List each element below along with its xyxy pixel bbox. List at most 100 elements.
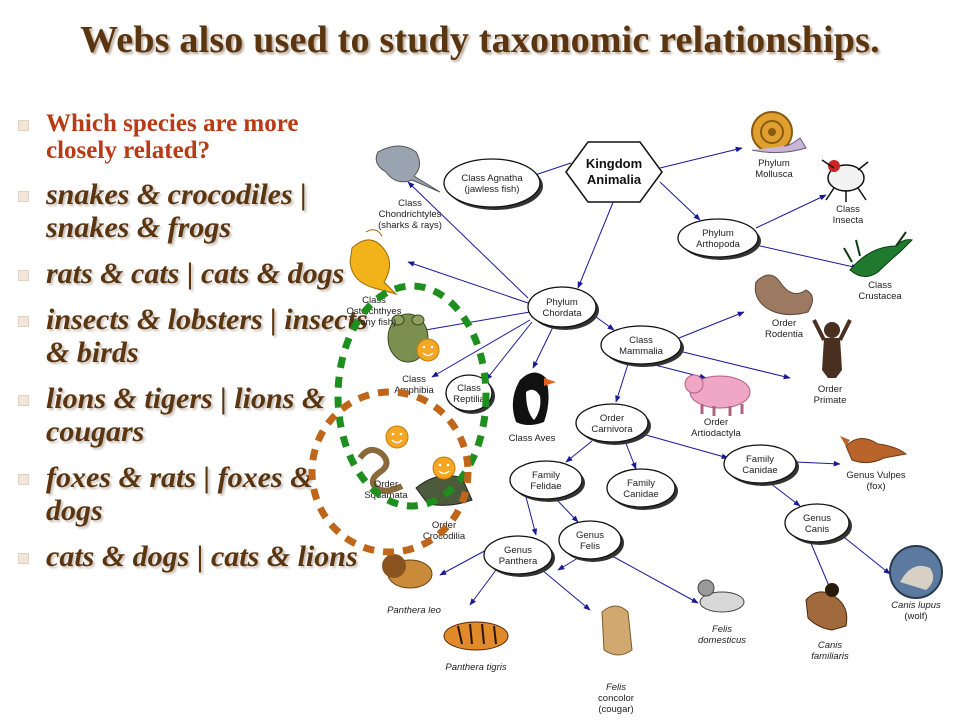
highlight-circle-layer xyxy=(308,282,490,556)
taxon-node-label: Carnivora xyxy=(591,424,633,435)
bullet-answer: foxes & rats | foxes & dogs xyxy=(18,461,370,527)
taxon-label-line: Primate xyxy=(814,395,847,406)
bullet-answer: insects & lobsters | insects & birds xyxy=(18,303,370,369)
taxon-label-line: Amphibia xyxy=(394,385,434,396)
ray-icon xyxy=(375,145,441,193)
taxon-label-line: (bony fish) xyxy=(352,317,396,328)
taxon-node-label: Felidae xyxy=(530,481,561,492)
slide-title: Webs also used to study taxonomic relati… xyxy=(80,19,880,61)
taxon-label-panthera_tigris: Panthera tigris xyxy=(445,662,507,673)
taxon-node-label: Phylum xyxy=(702,228,734,239)
relationship-arrow xyxy=(839,533,891,575)
taxon-node-label: Family xyxy=(532,470,560,481)
taxon-label-line: Order xyxy=(704,417,728,428)
relationship-arrow xyxy=(557,557,579,571)
relationship-arrow xyxy=(769,482,801,507)
cat-icon xyxy=(697,579,745,613)
taxon-label-line: Order xyxy=(374,479,398,490)
taxon-label-line: Class xyxy=(362,295,386,306)
lobster-icon xyxy=(843,231,913,277)
taxon-node-label: Canidae xyxy=(742,465,777,476)
taxon-node-label: Class xyxy=(457,383,481,394)
relationship-arrow xyxy=(407,261,529,304)
taxon-label-line: Class xyxy=(398,198,422,209)
bullet-marker xyxy=(18,316,29,327)
taxon-label-panthera_leo: Panthera leo xyxy=(387,605,441,616)
bullet-text: foxes & rats | foxes & dogs xyxy=(46,461,314,527)
taxon-node-label: Panthera xyxy=(499,556,538,567)
relationship-arrow xyxy=(659,146,743,169)
taxon-node-label: Order xyxy=(600,413,624,424)
bullet-marker xyxy=(18,474,29,485)
taxon-label-line: Genus Vulpes xyxy=(846,470,906,481)
snail-icon xyxy=(751,111,807,154)
relationship-arrow xyxy=(555,498,579,523)
relationship-arrow xyxy=(439,547,491,576)
relationship-arrow xyxy=(659,181,701,221)
wolf-icon xyxy=(889,545,943,599)
relationship-arrow xyxy=(678,311,745,339)
relationship-arrow xyxy=(794,460,841,467)
taxon-label-line: Class xyxy=(402,374,426,385)
relationship-arrow xyxy=(541,569,591,611)
puffin-icon xyxy=(512,372,556,425)
relationship-arrow xyxy=(755,244,859,270)
taxon-node-label: Genus xyxy=(504,545,532,556)
taxon-node-label: Reptilia xyxy=(453,394,485,405)
taxon-label-line: Class Aves xyxy=(509,433,556,444)
smiley-face-icon xyxy=(385,425,409,449)
taxon-label-line: Panthera leo xyxy=(387,605,441,616)
relationship-arrow xyxy=(565,440,593,463)
relationship-arrow xyxy=(577,199,615,289)
taxon-label-canis_lupus: Canis lupus(wolf) xyxy=(891,600,941,622)
taxon-node-agnatha: Class Agnatha(jawless fish) xyxy=(443,158,543,210)
taxon-label-line: Artiodactyla xyxy=(691,428,741,439)
kingdom-label: Animalia xyxy=(587,172,642,187)
taxon-label-vulpes: Genus Vulpes(fox) xyxy=(846,470,906,492)
bullet-text: insects & lobsters | insects & birds xyxy=(46,303,368,369)
green-highlight-circle xyxy=(334,282,490,510)
animal-picture-layer xyxy=(349,111,943,656)
relationship-arrow xyxy=(469,569,497,606)
bullet-text: rats & cats | cats & dogs xyxy=(46,257,345,290)
squirrel-icon xyxy=(754,274,813,316)
cougar-cub-icon xyxy=(601,605,633,656)
kingdom-label: Kingdom xyxy=(586,156,642,171)
taxon-node-label: Chordata xyxy=(542,308,582,319)
relationship-arrow xyxy=(624,440,637,470)
relationship-arrow xyxy=(431,319,531,378)
relationship-arrow xyxy=(407,181,529,299)
relationship-arrow xyxy=(755,194,827,229)
fly-icon xyxy=(821,159,869,202)
bullet-list: Which species are more closely related? … xyxy=(18,110,370,586)
taxon-label-line: Order xyxy=(818,384,842,395)
taxon-node-label: Class xyxy=(629,335,653,346)
relationship-arrow xyxy=(532,326,554,369)
taxon-node-label: Canis xyxy=(805,524,830,535)
taxon-label-line: Panthera tigris xyxy=(445,662,507,673)
taxon-label-line: Mollusca xyxy=(755,169,793,180)
taxon-node-label: (jawless fish) xyxy=(465,184,520,195)
taxon-label-line: Class xyxy=(836,204,860,215)
bullet-text: snakes & crocodiles | snakes & frogs xyxy=(46,178,307,244)
smiley-face-icon xyxy=(416,338,440,362)
bullet-marker xyxy=(18,553,29,564)
taxon-label-line: (wolf) xyxy=(904,611,927,622)
